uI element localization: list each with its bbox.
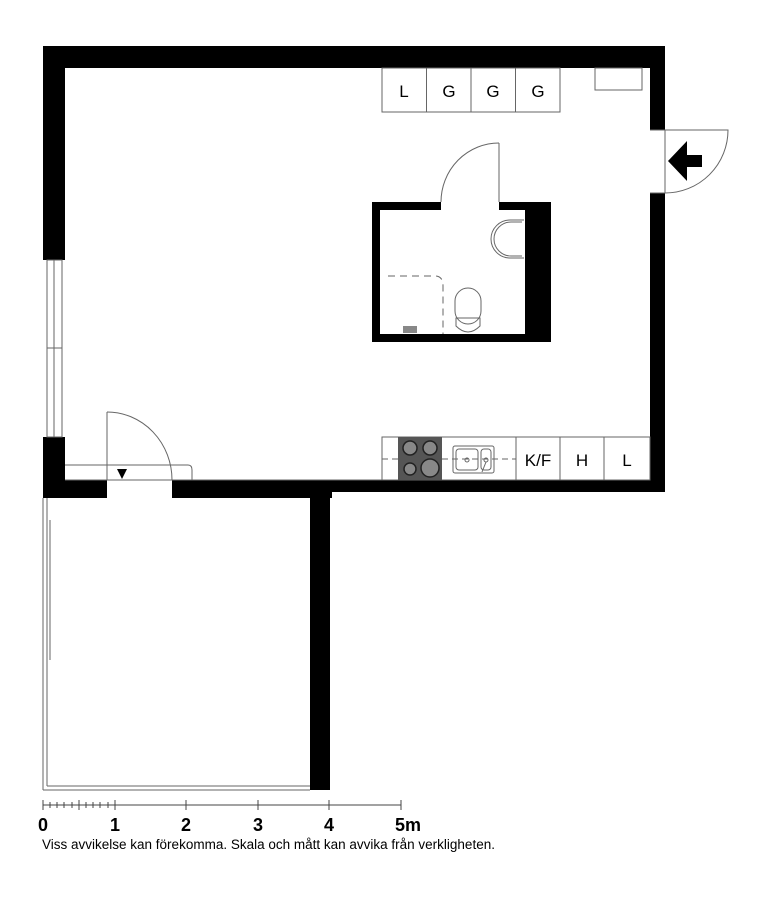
scale-label: 1: [110, 815, 120, 835]
cabinet-label: G: [486, 82, 499, 101]
balcony: [42, 498, 310, 791]
entrance-door[interactable]: [650, 129, 729, 194]
cabinet-label: K/F: [525, 451, 551, 470]
cabinet-label: G: [531, 82, 544, 101]
toilet-icon: [454, 287, 482, 325]
cabinet-label: G: [442, 82, 455, 101]
scale-label: 3: [253, 815, 263, 835]
drain-icon: [403, 326, 417, 333]
balcony-door[interactable]: [65, 411, 382, 481]
cabinet-label: H: [576, 451, 588, 470]
entrance-arrow-icon: [668, 141, 702, 181]
stove-icon: [398, 437, 442, 480]
cabinet-label: L: [399, 82, 408, 101]
scale-label: 0: [38, 815, 48, 835]
top-cabinets: [381, 67, 643, 113]
window: [46, 259, 63, 438]
scale-bar: [42, 800, 402, 810]
bathroom: [372, 142, 551, 342]
scale-label: 2: [181, 815, 191, 835]
door-direction-arrow-icon: [117, 469, 127, 479]
disclaimer-text: Viss avvikelse kan förekomma. Skala och …: [42, 837, 495, 852]
kitchen-sink-icon: [452, 445, 495, 474]
scale-label: 4: [324, 815, 334, 835]
cabinet-label: L: [622, 451, 631, 470]
scale-label: 5m: [395, 815, 421, 835]
walls: [43, 46, 665, 790]
sink-icon: [490, 219, 524, 259]
